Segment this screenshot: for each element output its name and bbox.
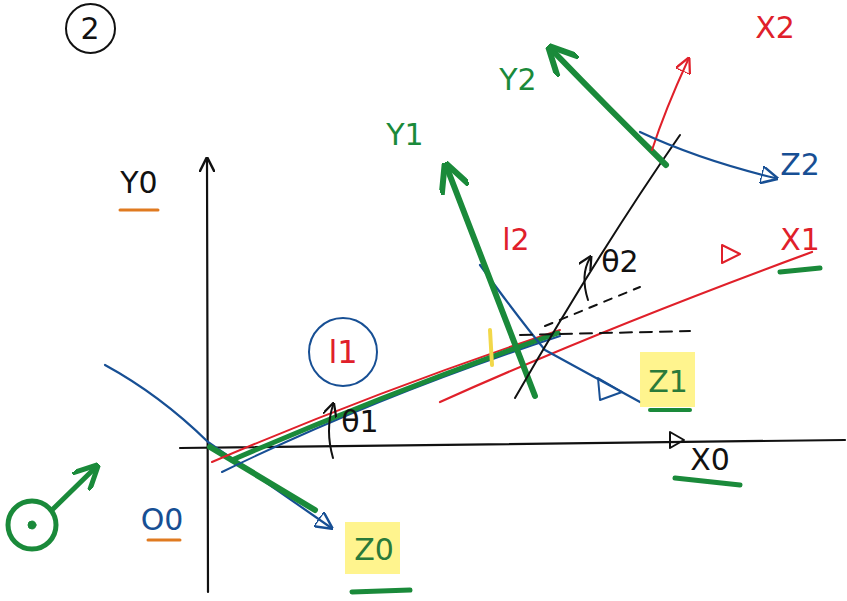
axis-label: Y1 <box>386 120 423 150</box>
circled-text: l1 <box>328 333 357 371</box>
x1-underline <box>780 268 820 272</box>
z1-arrowhead <box>598 378 622 400</box>
link-1 <box>212 330 560 462</box>
y2-axis <box>552 50 666 165</box>
axis-label: Y0 <box>120 168 157 198</box>
axis-label: θ2 <box>601 247 638 277</box>
link-2 <box>515 135 680 398</box>
theta1-arc <box>329 405 333 458</box>
y0-underline <box>120 209 158 212</box>
mark <box>490 330 492 365</box>
circled-label: l1 <box>308 317 378 387</box>
axis-label: Z2 <box>780 150 820 180</box>
rotation-arrow <box>52 468 95 510</box>
x0-arrowhead <box>670 432 684 448</box>
out-of-page-symbol <box>8 501 56 549</box>
o0-underline <box>148 539 180 542</box>
x0-underline <box>675 478 740 485</box>
z1-underline <box>650 408 690 412</box>
axis-label: θ1 <box>341 407 378 437</box>
link-1 <box>222 336 560 472</box>
circled-label: 2 <box>65 3 116 54</box>
z2-axis <box>640 132 775 178</box>
axis-label: Z0 <box>354 535 394 565</box>
z1-highlight <box>640 352 695 407</box>
out-of-page-dot <box>28 521 36 529</box>
y0-axis <box>207 160 208 592</box>
reference-dash <box>545 287 640 326</box>
axis-label: X1 <box>780 225 820 255</box>
x1-arrowhead <box>722 245 740 263</box>
z0-highlight-box <box>345 522 400 574</box>
axis-label: X2 <box>755 13 795 43</box>
z0-axis <box>105 365 330 527</box>
axis-label: O0 <box>141 505 184 535</box>
axis-label: X0 <box>690 445 730 475</box>
x2-axis <box>652 60 688 150</box>
circled-text: 2 <box>80 11 99 46</box>
axis-label: Y2 <box>499 65 536 95</box>
link-1-highlight <box>232 333 558 460</box>
theta2-arc <box>584 258 590 300</box>
z0-underline <box>352 590 410 592</box>
axis-label: l2 <box>502 225 529 255</box>
axis-label: Z1 <box>648 367 688 397</box>
reference-dash <box>520 331 690 335</box>
y1-axis <box>447 168 535 396</box>
